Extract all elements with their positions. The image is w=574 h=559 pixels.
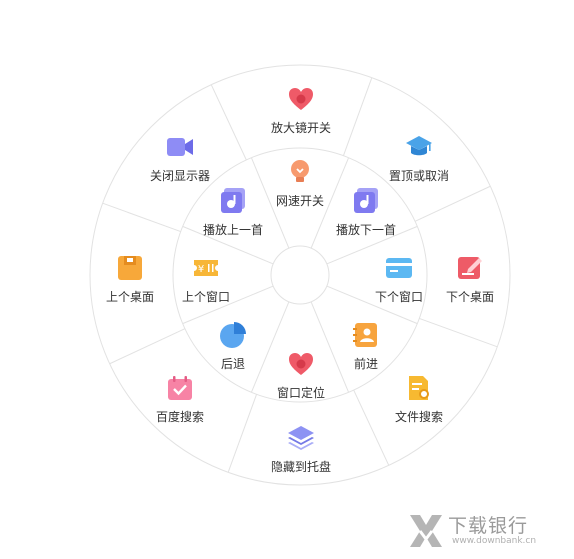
inner-divider — [326, 225, 418, 265]
outer-divider — [227, 394, 258, 473]
menu-item-pin[interactable]: 置顶或取消 — [369, 132, 469, 184]
svg-text:¥: ¥ — [198, 264, 204, 275]
menu-item-play-next[interactable]: 播放下一首 — [316, 186, 416, 238]
menu-item-hide-tray[interactable]: 隐藏到托盘 — [251, 423, 351, 475]
menu-item-label: 上个窗口 — [181, 290, 230, 304]
menu-item-locate-window[interactable]: 窗口定位 — [251, 349, 351, 401]
watermark-title: 下载银行 — [448, 515, 529, 537]
menu-item-prev-window[interactable]: ¥ 上个窗口 — [156, 253, 256, 305]
document-search-icon — [409, 376, 429, 400]
center-circle — [270, 245, 330, 305]
menu-item-label: 播放上一首 — [202, 223, 263, 237]
inner-divider — [182, 225, 274, 265]
wheel-ring-lines — [89, 64, 511, 486]
menu-item-label: 窗口定位 — [276, 386, 325, 400]
download-arrow-logo-icon — [410, 515, 442, 547]
graduation-cap-icon — [406, 136, 432, 156]
edit-note-icon — [458, 257, 482, 279]
menu-item-baidu-search[interactable]: 百度搜索 — [130, 373, 230, 425]
menu-item-prev-desktop[interactable]: 上个桌面 — [80, 253, 180, 305]
menu-item-label: 播放下一首 — [335, 223, 396, 237]
menu-item-label: 置顶或取消 — [388, 169, 449, 183]
menu-item-label: 后退 — [220, 357, 245, 371]
menu-item-back[interactable]: 后退 — [183, 320, 283, 372]
menu-item-label: 放大镜开关 — [270, 121, 331, 135]
inner-divider — [182, 285, 274, 325]
menu-item-close-display[interactable]: 关闭显示器 — [130, 132, 230, 184]
middle-circle — [172, 147, 428, 403]
inner-divider — [250, 157, 290, 249]
pie-chart-icon — [220, 322, 246, 348]
contact-card-icon — [353, 323, 377, 347]
menu-item-label: 百度搜索 — [155, 410, 204, 424]
menu-item-forward[interactable]: 前进 — [316, 320, 416, 372]
layers-icon — [288, 426, 314, 450]
menu-item-zoom[interactable]: 放大镜开关 — [251, 84, 351, 136]
folder-icon — [118, 256, 142, 280]
menu-item-label: 关闭显示器 — [149, 169, 210, 183]
inner-divider — [310, 157, 350, 249]
menu-item-next-desktop[interactable]: 下个桌面 — [420, 253, 520, 305]
outer-divider — [109, 328, 186, 365]
inner-divider — [326, 285, 418, 325]
window-card-icon — [386, 258, 412, 278]
menu-item-file-search[interactable]: 文件搜索 — [369, 373, 469, 425]
calendar-check-icon — [168, 376, 192, 400]
watermark: 下载银行 www.downbank.cn — [406, 509, 556, 551]
outer-divider — [419, 317, 498, 348]
music-note-icon — [354, 188, 378, 213]
menu-item-label: 下个窗口 — [374, 290, 423, 304]
music-note-icon — [221, 188, 245, 213]
outer-divider — [210, 84, 247, 161]
menu-item-label: 隐藏到托盘 — [270, 460, 331, 474]
video-camera-icon — [167, 138, 193, 156]
menu-item-label: 下个桌面 — [445, 290, 494, 304]
outer-divider — [102, 202, 181, 233]
lightbulb-icon — [291, 160, 309, 182]
outer-divider — [414, 185, 491, 222]
inner-divider — [250, 301, 290, 393]
ticket-yen-icon: ¥ — [194, 260, 218, 276]
heart-icon — [289, 353, 313, 375]
heart-icon — [289, 88, 313, 110]
menu-item-label: 网速开关 — [275, 194, 324, 208]
menu-item-next-window[interactable]: 下个窗口 — [349, 253, 449, 305]
outer-divider — [342, 77, 373, 156]
menu-item-label: 前进 — [353, 357, 378, 371]
watermark-url: www.downbank.cn — [452, 536, 537, 546]
menu-item-net-speed[interactable]: 网速开关 — [250, 157, 350, 209]
outer-divider — [353, 389, 390, 466]
inner-divider — [310, 301, 350, 393]
menu-item-play-prev[interactable]: 播放上一首 — [183, 186, 283, 238]
menu-item-label: 文件搜索 — [394, 410, 443, 424]
menu-item-label: 上个桌面 — [105, 290, 154, 304]
outer-circle — [89, 64, 511, 486]
